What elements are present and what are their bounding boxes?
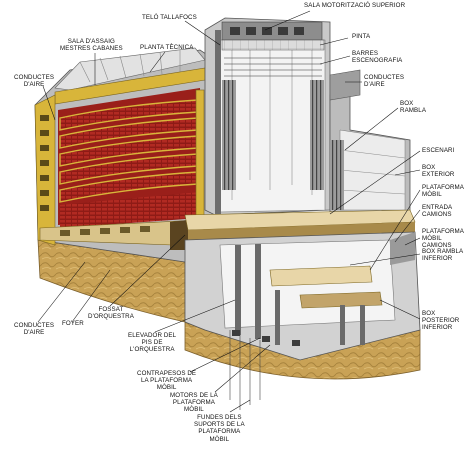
label-sala-motoritzacio: SALA MOTORITZACIÓ SUPERIOR (304, 2, 406, 9)
label-fundes: FUNDES DELS SUPORTS DE LA PLATAFORMA MÒB… (194, 414, 245, 443)
label-sala-assaig: SALA D'ASSAIG MESTRES CABANES (60, 38, 123, 53)
label-box-posterior-inferior: BOX POSTERIOR INFERIOR (422, 310, 460, 332)
label-box-rambla: BOX RAMBLA (400, 100, 427, 115)
label-plataforma-mobil-camions: PLATAFORMA MÒBIL CAMIONS (422, 228, 465, 250)
label-box-rambla-inferior: BOX RAMBLA INFERIOR (422, 248, 464, 263)
label-box-exterior: BOX EXTERIOR (422, 164, 455, 179)
label-contrapesos: CONTRAPESOS DE LA PLATAFORMA MÒBIL (137, 370, 197, 392)
label-entrada-camions: ENTRADA CAMIONS (422, 204, 453, 219)
label-pinta: PINTA (352, 33, 371, 40)
lower-machinery (184, 231, 421, 410)
stage-floor (184, 209, 416, 240)
leader-lines (37, 10, 421, 413)
label-escenari: ESCENARI (422, 147, 455, 154)
label-motors: MOTORS DE LA PLATAFORMA MÒBIL (170, 392, 218, 414)
label-planta-tecnica: PLANTA TÈCNICA (140, 44, 194, 51)
label-foyer: FOYER (62, 320, 84, 327)
label-barres: BARRES ESCENOGRAFIA (352, 50, 403, 65)
label-elevador: ELEVADOR DEL PIS DE L'ORQUESTRA (128, 332, 177, 354)
label-conductes-aire-right: CONDUCTES D'AIRE (364, 74, 405, 89)
fly-tower (204, 17, 331, 216)
label-telo-tallafocs: TELÓ TALLAFOCS (142, 14, 197, 21)
label-conductes-aire-top: CONDUCTES D'AIRE (14, 74, 55, 89)
side-stage-boxes (329, 69, 411, 216)
label-conductes-aire-bottom: CONDUCTES D'AIRE (14, 322, 55, 337)
label-fossat: FOSSAT D'ORQUESTRA (88, 306, 134, 321)
label-plataforma-mobil: PLATAFORMA MÒBIL (422, 184, 465, 199)
